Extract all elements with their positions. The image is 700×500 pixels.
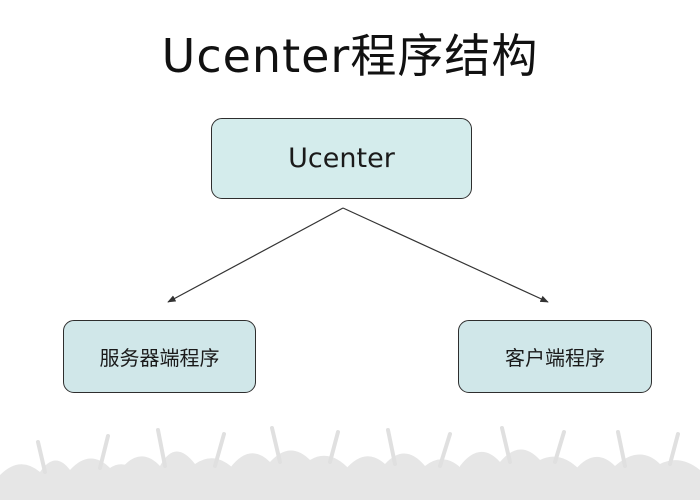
arrow-to-server [167,207,344,303]
node-ucenter-label: Ucenter [288,143,395,174]
node-client-program-label: 客户端程序 [505,346,605,370]
slide-title: Ucenter程序结构 [161,29,539,83]
node-client-program: 客户端程序 [458,320,652,393]
arrow-to-client [342,207,549,303]
node-server-program: 服务器端程序 [63,320,256,393]
node-server-program-label: 服务器端程序 [99,346,220,370]
background-crowd-decoration [0,426,700,500]
node-ucenter: Ucenter [211,118,472,199]
